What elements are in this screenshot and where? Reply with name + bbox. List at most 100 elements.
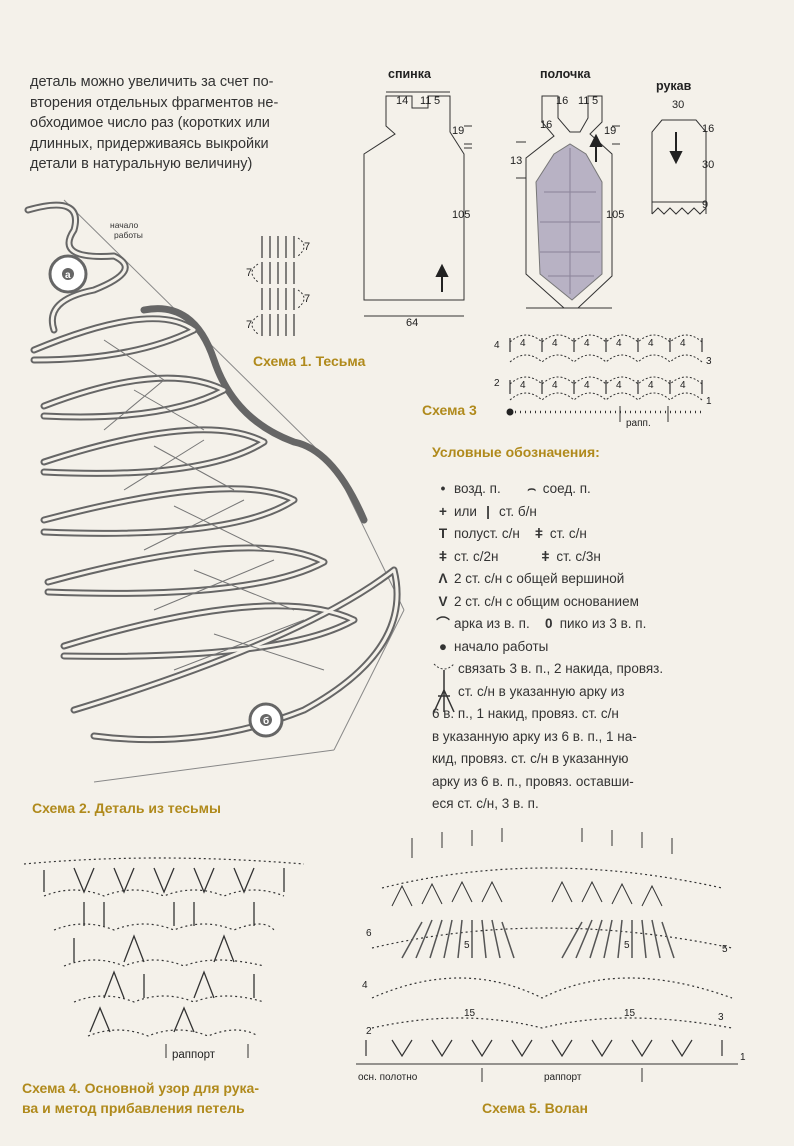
sleeve-label: рукав	[656, 79, 692, 93]
scheme5-row-number: 4	[362, 980, 368, 991]
legend-text: 6 в. п., 1 накид, провяз. ст. с/н	[432, 706, 619, 721]
dim-label: 30	[672, 99, 684, 111]
legend-text: начало работы	[454, 638, 549, 654]
dim-label: 16	[702, 123, 714, 135]
start-label: работы	[114, 230, 143, 240]
bar-icon: |	[486, 503, 490, 519]
picot-icon: 0	[544, 616, 553, 631]
dim-label: 11	[578, 95, 589, 107]
dim-label: 11	[420, 95, 431, 107]
scheme4-caption-line: ва и метод прибавления петель	[22, 1100, 245, 1116]
legend-row: связать 3 в. п., 2 накида, провяз.	[432, 658, 732, 713]
scheme5-count: 15	[624, 1008, 636, 1019]
scheme5-count: 5	[624, 940, 630, 951]
scheme5-row-number: 1	[740, 1052, 746, 1063]
scheme1-number: 7	[246, 319, 252, 331]
legend-text: ст. б/н	[498, 503, 537, 519]
scheme3-row-number: 1	[706, 396, 712, 407]
dc-icon: ǂ	[534, 526, 543, 541]
dim-label: 105	[606, 209, 624, 221]
scheme4-caption-line: Схема 4. Основной узор для рука-	[22, 1080, 260, 1096]
cluster-symbol-icon	[433, 663, 455, 713]
scheme1-caption: Схема 1. Тесьма	[253, 353, 366, 369]
front-label: полочка	[540, 67, 591, 81]
scheme1-number: 7	[304, 293, 310, 305]
intro-line: длинных, придерживаясь выкройки	[30, 135, 269, 152]
scheme5-row-number: 2	[366, 1026, 372, 1037]
legend-text: соед. п.	[542, 481, 591, 496]
dim-label: 19	[452, 125, 464, 137]
scheme3-count: 4	[648, 380, 654, 391]
sleeve-pattern-outline	[651, 119, 707, 203]
intro-line: обходимое число раз (коротких или	[30, 115, 270, 131]
scheme3-count: 4	[584, 380, 590, 391]
legend: • возд. п. ⌢ соед. п. + или | ст. б/н T …	[432, 478, 732, 816]
legend-text: ст. с/н	[549, 526, 587, 541]
dim-label: 14	[396, 95, 408, 107]
scheme3-diagram: 4 4 4 4 4 4 4 4 4 4 4 4 4 3 2 1 рапп.	[494, 334, 712, 429]
legend-text: ст. с/2н	[454, 548, 499, 564]
chain-stitch-icon: •	[440, 481, 446, 496]
marker-a-label: a	[65, 270, 71, 281]
scheme2-diagram: a б начало работы	[24, 199, 405, 783]
scheme5-row-number: 6	[366, 928, 372, 939]
front-pattern-outline	[525, 95, 613, 309]
dim-label: 16	[556, 95, 568, 107]
dim-label: 13	[510, 155, 522, 167]
scheme4-diagram: раппорт	[23, 857, 305, 1061]
legend-text: связать 3 в. п., 2 накида, провяз.	[458, 661, 664, 676]
legend-row: + или | ст. б/н	[432, 501, 732, 524]
back-label: спинка	[388, 67, 432, 81]
legend-text: или	[454, 503, 477, 519]
dtr-icon: ǂ	[541, 548, 550, 564]
legend-row: V 2 ст. с/н с общим основанием	[432, 591, 732, 614]
start-label: начало	[110, 220, 138, 230]
legend-row: ⌒ арка из в. п. 0 пико из 3 в. п.	[432, 613, 732, 636]
scheme4-caption: Схема 4. Основной узор для рука- ва и ме…	[22, 1078, 259, 1118]
scheme5-rapport: раппорт	[544, 1072, 582, 1083]
legend-text: ст. с/3н	[556, 548, 601, 564]
intro-line: детали в натуральную величину)	[30, 156, 253, 172]
scheme3-count: 4	[520, 380, 526, 391]
legend-text: арка из в. п.	[454, 616, 530, 631]
dim-label: 105	[452, 209, 470, 221]
intro-text: деталь можно увеличить за счет по- вторе…	[30, 72, 350, 175]
scheme5-count: 15	[464, 1008, 476, 1019]
scheme3-row-number: 2	[494, 378, 500, 389]
scheme5-caption: Схема 5. Волан	[482, 1100, 589, 1116]
legend-text: кид, провяз. ст. с/н в указанную	[432, 751, 629, 766]
legend-title: Условные обозначения:	[432, 444, 600, 460]
tr-icon: ǂ	[439, 548, 447, 564]
scheme3-count: 4	[584, 338, 590, 349]
scheme3-count: 4	[616, 338, 622, 349]
v-stitch-icon: V	[438, 593, 448, 609]
dc2tog-icon: Λ	[438, 571, 448, 586]
start-dot-icon: ●	[438, 638, 448, 654]
legend-text: арку из 6 в. п., провяз. оставши-	[432, 773, 634, 789]
scheme3-count: 4	[520, 338, 526, 349]
scheme4-rapport: раппорт	[172, 1049, 216, 1061]
legend-text: еся ст. с/н, 3 в. п.	[432, 796, 539, 811]
legend-row: • возд. п. ⌢ соед. п.	[432, 478, 732, 501]
half-dc-icon: T	[438, 526, 448, 541]
scheme1-number: 7	[304, 241, 310, 253]
legend-text: ст. с/н в указанную арку из	[458, 683, 625, 699]
legend-text: в указанную арку из 6 в. п., 1 на-	[432, 728, 637, 744]
legend-row: Λ 2 ст. с/н с общей вершиной	[432, 568, 732, 591]
scheme3-row-number: 4	[494, 340, 500, 351]
dim-label: 19	[604, 125, 616, 137]
dim-label: 5	[434, 95, 440, 107]
legend-text: возд. п.	[454, 481, 501, 496]
dim-label: 9	[702, 199, 708, 211]
legend-text: 2 ст. с/н с общим основанием	[454, 593, 639, 609]
scheme5-count: 5	[464, 940, 470, 951]
scheme1-number: 7	[246, 267, 252, 279]
intro-line: деталь можно увеличить за счет по-	[30, 74, 274, 90]
plus-icon: +	[439, 503, 447, 519]
scheme3-caption: Схема 3	[422, 402, 477, 418]
legend-row: T полуст. с/н ǂ ст. с/н	[432, 523, 732, 546]
scheme5-row-number: 3	[718, 1012, 724, 1023]
scheme3-count: 4	[680, 338, 686, 349]
scheme3-count: 4	[552, 338, 558, 349]
legend-text: 2 ст. с/н с общей вершиной	[454, 571, 625, 586]
